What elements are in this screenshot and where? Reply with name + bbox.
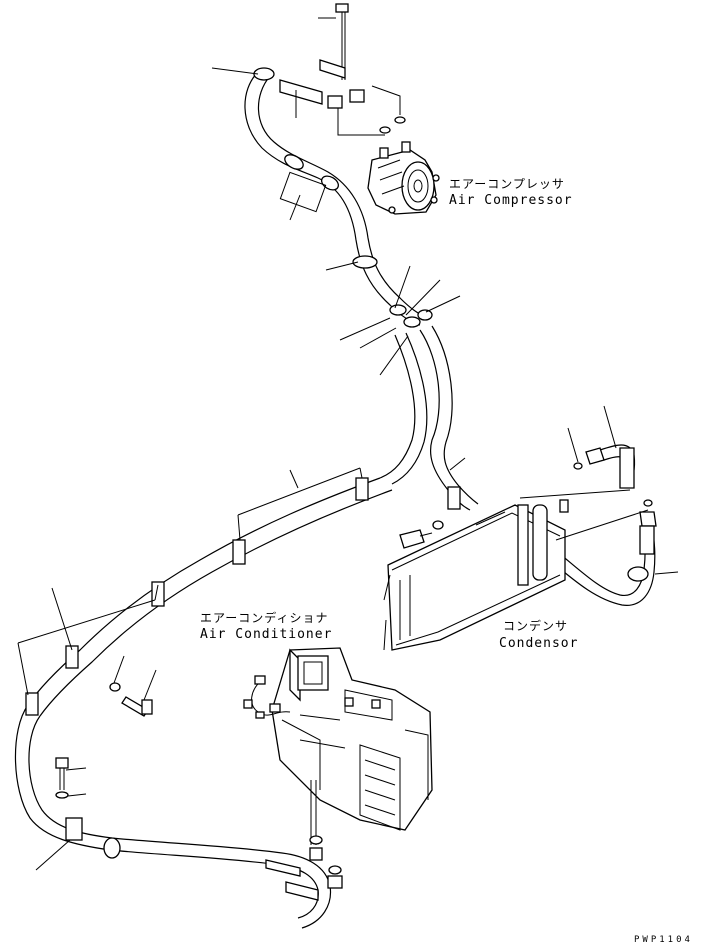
condenser-fittings: [399, 447, 657, 555]
condenser-label-en: Condensor: [499, 636, 578, 651]
air-compressor: [367, 141, 440, 215]
hose-clamps: [25, 67, 649, 859]
drawing-code: PWP1104: [634, 935, 693, 945]
air-compressor-label-jp: エアーコンプレッサ: [449, 177, 565, 191]
air-compressor-label-en: Air Compressor: [449, 193, 573, 208]
condenser-label-jp: コンデンサ: [503, 618, 568, 633]
leader-lines: [17, 17, 679, 871]
air-conditioner-label-en: Air Conditioner: [200, 627, 332, 642]
air-conditioner-unit: [243, 647, 433, 831]
air-conditioner-label-jp: エアーコンディショナ: [200, 610, 328, 625]
air-conditioner-fittings: [265, 780, 343, 901]
condenser: [383, 499, 569, 651]
component-labels: エアーコンプレッサ Air Compressor エアーコンディショナ Air …: [200, 177, 693, 945]
compressor-fittings: [279, 3, 406, 136]
mounting-bolts: [55, 682, 153, 799]
